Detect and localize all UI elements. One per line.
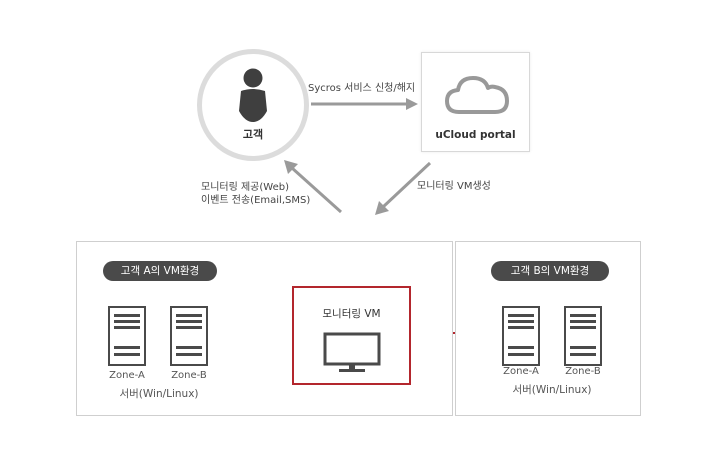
- arrow-create-vm: [375, 161, 432, 215]
- customer-node: 고객: [197, 49, 309, 161]
- env-b-zone-b-label: Zone-B: [565, 366, 601, 377]
- server-icon: [170, 306, 208, 366]
- customer-label: 고객: [242, 128, 264, 141]
- monitor-label: 모니터링 VM: [322, 308, 381, 320]
- env-a-title: 고객 A의 VM환경: [103, 261, 217, 281]
- monitor-vm-box: 모니터링 VM: [292, 286, 411, 385]
- service-label-line1: 모니터링 제공(Web): [201, 182, 289, 193]
- create-vm-label: 모니터링 VM생성: [417, 181, 491, 192]
- server-icon: [502, 306, 540, 366]
- portal-label: uCloud portal: [435, 129, 516, 141]
- env-b-server-label: 서버(Win/Linux): [512, 384, 592, 396]
- request-label: Sycros 서비스 신청/해지: [308, 83, 416, 94]
- env-b-title: 고객 B의 VM환경: [491, 261, 609, 281]
- server-icon: [564, 306, 602, 366]
- env-a-zone-a-label: Zone-A: [109, 370, 145, 381]
- portal-node: uCloud portal: [421, 52, 530, 152]
- arrow-service: [284, 160, 343, 214]
- arrow-request: [311, 98, 418, 110]
- env-a-zone-b-label: Zone-B: [171, 370, 207, 381]
- env-a-server-label: 서버(Win/Linux): [119, 388, 199, 400]
- monitor-icon: [323, 332, 381, 372]
- server-icon: [108, 306, 146, 366]
- env-b-zone-a-label: Zone-A: [503, 366, 539, 377]
- service-label-line2: 이벤트 전송(Email,SMS): [201, 195, 311, 206]
- cloud-icon: [445, 76, 509, 114]
- person-icon: [239, 68, 267, 122]
